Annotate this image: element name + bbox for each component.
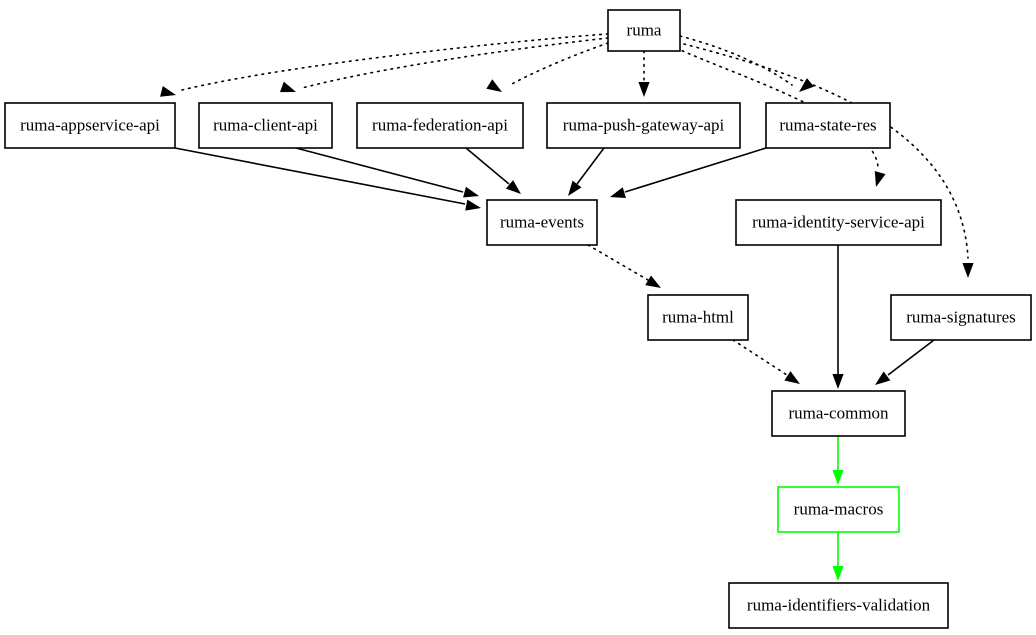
edge-ruma-appservice-api-to-ruma-events (174, 147, 481, 211)
edge-line (587, 244, 649, 281)
edge-ruma-federation-api-to-ruma-events (465, 147, 521, 194)
edge-ruma-to-ruma-appservice-api (160, 33, 609, 97)
edge-line (675, 47, 879, 171)
node-ruma-signatures[interactable]: ruma-signatures (890, 294, 1032, 341)
edge-ruma-html-to-ruma-common (732, 339, 800, 384)
arrowhead-icon (874, 171, 886, 187)
edge-ruma-to-ruma-federation-api (486, 42, 609, 92)
node-box[interactable] (546, 102, 741, 149)
node-ruma[interactable]: ruma (607, 9, 681, 52)
node-ruma-common[interactable]: ruma-common (771, 390, 906, 437)
node-box[interactable] (728, 582, 949, 629)
arrowhead-icon (832, 470, 844, 485)
edge-ruma-state-res-to-ruma-events (610, 147, 767, 198)
arrowhead-icon (832, 374, 844, 389)
edge-line (174, 147, 466, 205)
node-ruma-identifiers-validation[interactable]: ruma-identifiers-validation (728, 582, 949, 629)
edge-line (576, 147, 605, 185)
edge-ruma-to-ruma-push-gateway-api (638, 50, 650, 97)
node-box[interactable] (4, 102, 176, 149)
node-box[interactable] (607, 9, 681, 52)
node-box[interactable] (777, 486, 900, 533)
node-box[interactable] (198, 102, 333, 149)
node-ruma-client-api[interactable]: ruma-client-api (198, 102, 333, 149)
arrowhead-icon (832, 566, 844, 581)
edge-ruma-identity-service-api-to-ruma-common (832, 245, 844, 389)
arrowhead-icon (160, 85, 176, 97)
edge-line (624, 147, 767, 193)
arrowhead-icon (465, 199, 481, 211)
node-box[interactable] (890, 294, 1032, 341)
arrowhead-icon (799, 78, 815, 92)
node-ruma-push-gateway-api[interactable]: ruma-push-gateway-api (546, 102, 741, 149)
edge-ruma-macros-to-ruma-identifiers-validation (832, 532, 844, 581)
node-ruma-appservice-api[interactable]: ruma-appservice-api (4, 102, 176, 149)
arrowhead-icon (486, 79, 502, 92)
node-box[interactable] (356, 102, 524, 149)
arrowhead-icon (463, 186, 479, 198)
edge-ruma-events-to-ruma-html (587, 244, 661, 288)
arrowhead-icon (875, 371, 891, 385)
arrowhead-icon (568, 180, 582, 196)
arrowhead-icon (784, 371, 800, 384)
node-box[interactable] (735, 199, 942, 246)
arrowhead-icon (645, 275, 661, 288)
node-ruma-html[interactable]: ruma-html (647, 294, 749, 341)
edge-ruma-push-gateway-api-to-ruma-events (568, 147, 605, 196)
edge-line (887, 339, 935, 376)
node-ruma-federation-api[interactable]: ruma-federation-api (356, 102, 524, 149)
node-ruma-macros[interactable]: ruma-macros (777, 486, 900, 533)
edge-ruma-to-ruma-identity-service-api (675, 47, 886, 187)
edge-line (301, 37, 609, 89)
edge-ruma-common-to-ruma-macros (832, 436, 844, 485)
edge-ruma-client-api-to-ruma-events (295, 147, 479, 198)
edge-line (465, 147, 510, 185)
node-ruma-identity-service-api[interactable]: ruma-identity-service-api (735, 199, 942, 246)
edge-line (295, 147, 464, 193)
node-box[interactable] (771, 390, 906, 437)
arrowhead-icon (962, 263, 974, 278)
arrowhead-icon (505, 180, 521, 194)
edge-line (509, 42, 609, 86)
edge-ruma-to-ruma-client-api (279, 37, 609, 93)
edge-line (181, 33, 609, 91)
edge-ruma-to-ruma-state-res (679, 35, 815, 92)
edge-ruma-signatures-to-ruma-common (875, 339, 935, 385)
node-box[interactable] (486, 199, 598, 246)
node-ruma-events[interactable]: ruma-events (486, 199, 598, 246)
arrowhead-icon (638, 82, 650, 97)
node-box[interactable] (765, 102, 891, 149)
edge-line (679, 35, 793, 86)
arrowhead-icon (279, 81, 296, 93)
node-box[interactable] (647, 294, 749, 341)
arrowhead-icon (610, 187, 626, 198)
node-ruma-state-res[interactable]: ruma-state-res (765, 102, 891, 149)
nodes-layer: ruma ruma-appservice-api ruma-client-api ru… (4, 9, 1032, 629)
edge-line (732, 339, 788, 376)
